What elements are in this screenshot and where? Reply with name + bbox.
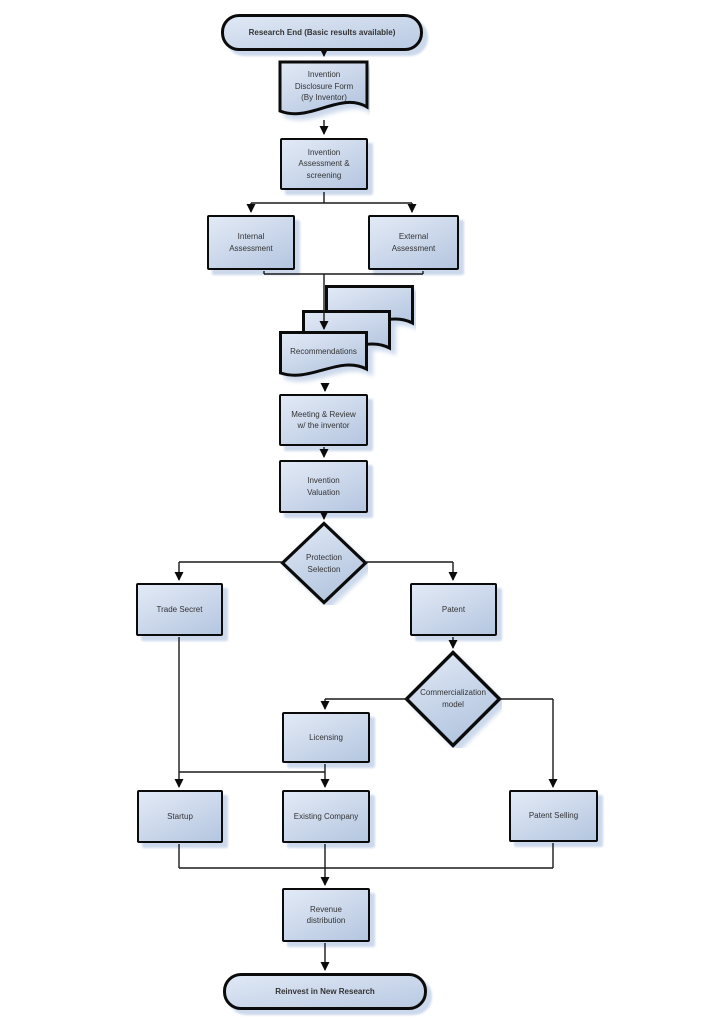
node-start-terminator: Research End (Basic results available) xyxy=(221,14,423,51)
node-invention-valuation: Invention Valuation xyxy=(279,460,368,513)
decision-diamond-shape xyxy=(280,521,368,605)
node-assessment: Invention Assessment & screening xyxy=(280,138,368,190)
node-label: External Assessment xyxy=(391,232,436,253)
node-licensing: Licensing xyxy=(282,712,370,763)
node-trade-secret: Trade Secret xyxy=(136,583,223,636)
multi-document-shape xyxy=(279,285,414,377)
node-label: Trade Secret xyxy=(156,604,203,614)
node-label: Revenue distribution xyxy=(306,904,346,926)
node-commercialization-decision: Commercialization model xyxy=(404,650,502,748)
node-label: Startup xyxy=(167,811,193,821)
node-label: Invention Valuation xyxy=(307,476,340,497)
node-end-terminator: Reinvest in New Research xyxy=(223,973,427,1010)
document-shape xyxy=(278,60,369,116)
node-label: Internal Assessment xyxy=(229,232,273,253)
node-existing-company: Existing Company xyxy=(282,790,370,843)
node-meeting-review: Meeting & Review w/ the inventor xyxy=(279,394,368,446)
node-disclosure-document: Invention Disclosure Form (By Inventor) xyxy=(278,60,370,124)
node-patent: Patent xyxy=(410,583,497,636)
node-revenue-distribution: Revenue distribution xyxy=(282,888,370,942)
node-label: Reinvest in New Research xyxy=(275,986,375,996)
node-protection-decision: Protection Selection xyxy=(280,521,368,605)
node-label: Research End (Basic results available) xyxy=(248,27,396,37)
node-patent-selling: Patent Selling xyxy=(509,790,598,842)
node-label: Invention Assessment & screening xyxy=(298,147,350,180)
node-external-assessment: External Assessment xyxy=(368,215,459,270)
node-recommendations-documents: Recommendations xyxy=(279,285,416,389)
node-internal-assessment: Internal Assessment xyxy=(207,215,295,270)
node-label: Meeting & Review w/ the inventor xyxy=(291,409,356,431)
node-startup: Startup xyxy=(137,790,223,843)
decision-diamond-shape xyxy=(404,650,502,748)
node-label: Patent Selling xyxy=(528,811,579,821)
node-label: Patent xyxy=(441,604,466,614)
node-label: Licensing xyxy=(309,732,343,742)
node-label: Existing Company xyxy=(293,811,359,821)
